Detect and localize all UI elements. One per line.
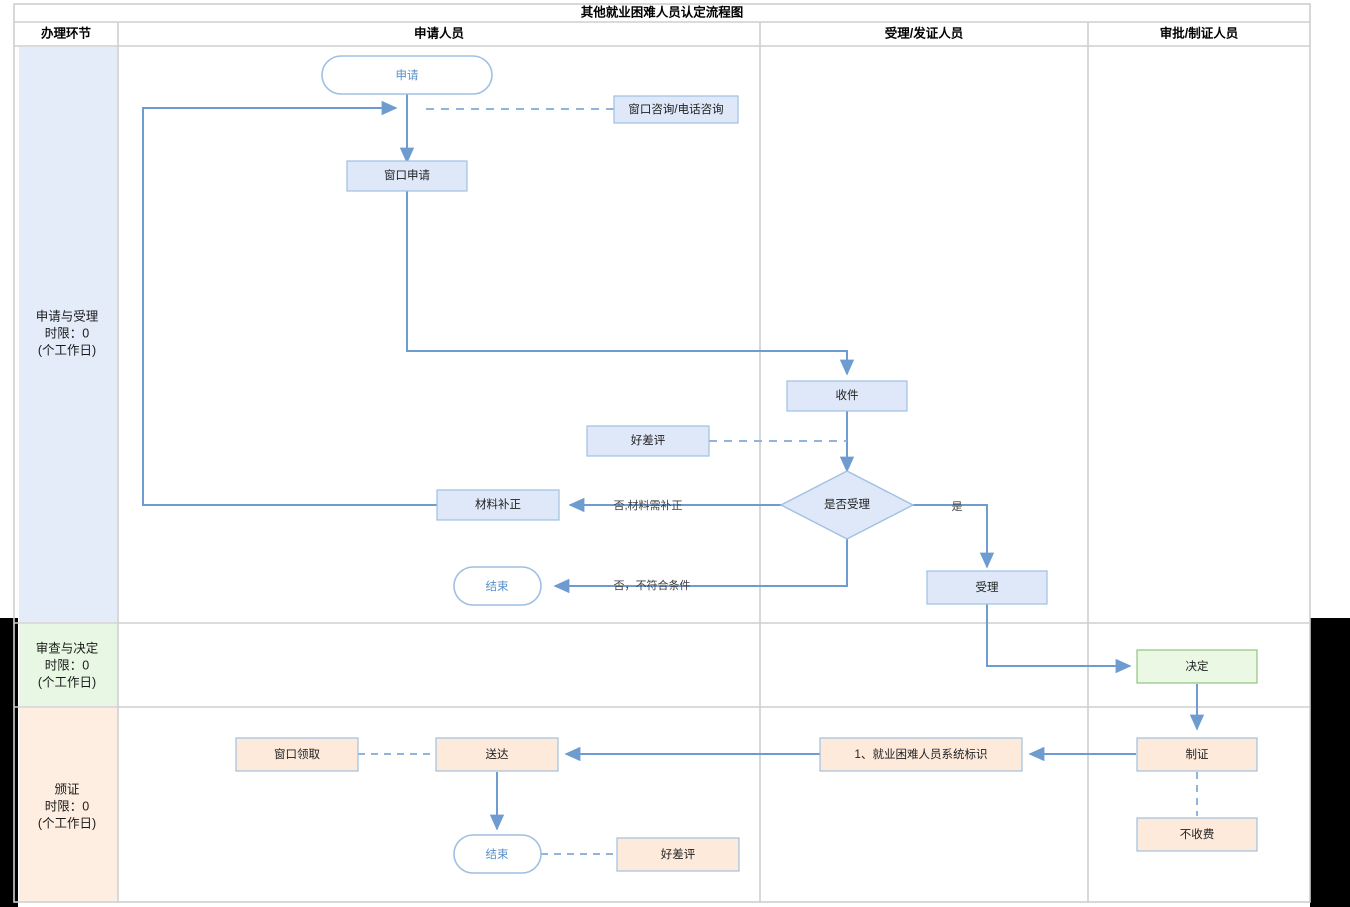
node-make-cert-label: 制证 [1186, 748, 1209, 761]
edge-accept-to-decision [986, 604, 1132, 674]
edge-decide-to-end1 [553, 539, 848, 594]
stage-3-unit: (个工作日) [38, 816, 96, 830]
edge-decide-to-accept [913, 504, 995, 569]
node-decision[interactable]: 决定 [1136, 649, 1258, 684]
stage-3-limit: 时限：0 [45, 799, 90, 813]
stage-2-name: 审查与决定 [36, 640, 99, 655]
stage-label-2: 审查与决定 时限：0 (个工作日) [36, 640, 99, 689]
right-letterbox-band [1310, 618, 1350, 907]
node-apply-label: 申请 [396, 69, 419, 82]
column-header-applicant: 申请人员 [414, 25, 465, 40]
stage-label-3: 颁证 时限：0 (个工作日) [38, 782, 96, 830]
edge-window-apply-to-receive [406, 190, 855, 376]
table-grid [13, 3, 1311, 903]
edge-supplement-to-apply [142, 100, 437, 506]
node-consult-label: 窗口咨询/电话咨询 [628, 102, 723, 116]
column-header-approver: 审批/制证人员 [1160, 25, 1239, 40]
node-no-fee[interactable]: 不收费 [1136, 817, 1258, 852]
node-consult[interactable]: 窗口咨询/电话咨询 [613, 95, 739, 124]
edge-label-supplement: 否,材料需补正 [613, 498, 682, 512]
node-end-2-label: 结束 [486, 848, 509, 861]
node-end-2[interactable]: 结束 [453, 834, 542, 874]
stage-cell-1 [19, 47, 117, 622]
page-title: 其他就业困难人员认定流程图 [581, 4, 744, 19]
node-no-fee-label: 不收费 [1180, 827, 1215, 841]
node-window-apply[interactable]: 窗口申请 [346, 160, 468, 192]
stage-3-name: 颁证 [54, 782, 80, 796]
column-header-stage: 办理环节 [41, 25, 92, 40]
node-window-get-label: 窗口领取 [274, 747, 320, 761]
stage-cells [19, 47, 117, 901]
stage-label-1: 申请与受理 时限：0 (个工作日) [36, 309, 99, 357]
node-end-1-label: 结束 [486, 580, 509, 593]
stage-1-unit: (个工作日) [38, 343, 96, 357]
column-header-acceptor: 受理/发证人员 [885, 25, 964, 40]
node-deliver-label: 送达 [486, 747, 509, 761]
node-sys-mark[interactable]: 1、就业困难人员系统标识 [819, 737, 1023, 772]
node-review-2-label: 好差评 [661, 847, 696, 861]
node-sys-mark-label: 1、就业困难人员系统标识 [855, 747, 988, 761]
node-end-1[interactable]: 结束 [453, 566, 542, 606]
node-make-cert[interactable]: 制证 [1136, 737, 1258, 772]
stage-2-limit: 时限：0 [45, 658, 90, 672]
node-window-get[interactable]: 窗口领取 [235, 737, 359, 772]
stage-1-limit: 时限：0 [45, 326, 90, 340]
node-review-2[interactable]: 好差评 [616, 837, 740, 872]
node-deliver[interactable]: 送达 [435, 737, 559, 772]
stage-1-name: 申请与受理 [36, 309, 99, 323]
node-accept[interactable]: 受理 [926, 570, 1048, 605]
stage-2-unit: (个工作日) [38, 675, 96, 689]
node-decide-accept[interactable]: 是否受理 [779, 470, 915, 540]
node-decide-accept-label: 是否受理 [824, 498, 870, 511]
node-decision-label: 决定 [1186, 659, 1209, 673]
node-receive[interactable]: 收件 [786, 380, 908, 412]
node-supplement-label: 材料补正 [475, 497, 521, 511]
node-window-apply-label: 窗口申请 [384, 168, 430, 182]
node-apply[interactable]: 申请 [321, 55, 493, 95]
node-receive-label: 收件 [836, 388, 859, 402]
node-review-1-label: 好差评 [631, 433, 666, 447]
edge-label-not-qualified: 否，不符合条件 [614, 578, 691, 592]
stage-cell-2 [19, 624, 117, 706]
connectors [142, 93, 1205, 855]
edge-label-yes: 是 [952, 500, 963, 513]
node-accept-label: 受理 [976, 581, 999, 594]
node-review-1[interactable]: 好差评 [586, 425, 710, 457]
node-supplement[interactable]: 材料补正 [436, 489, 560, 521]
stage-cell-3 [19, 708, 117, 901]
